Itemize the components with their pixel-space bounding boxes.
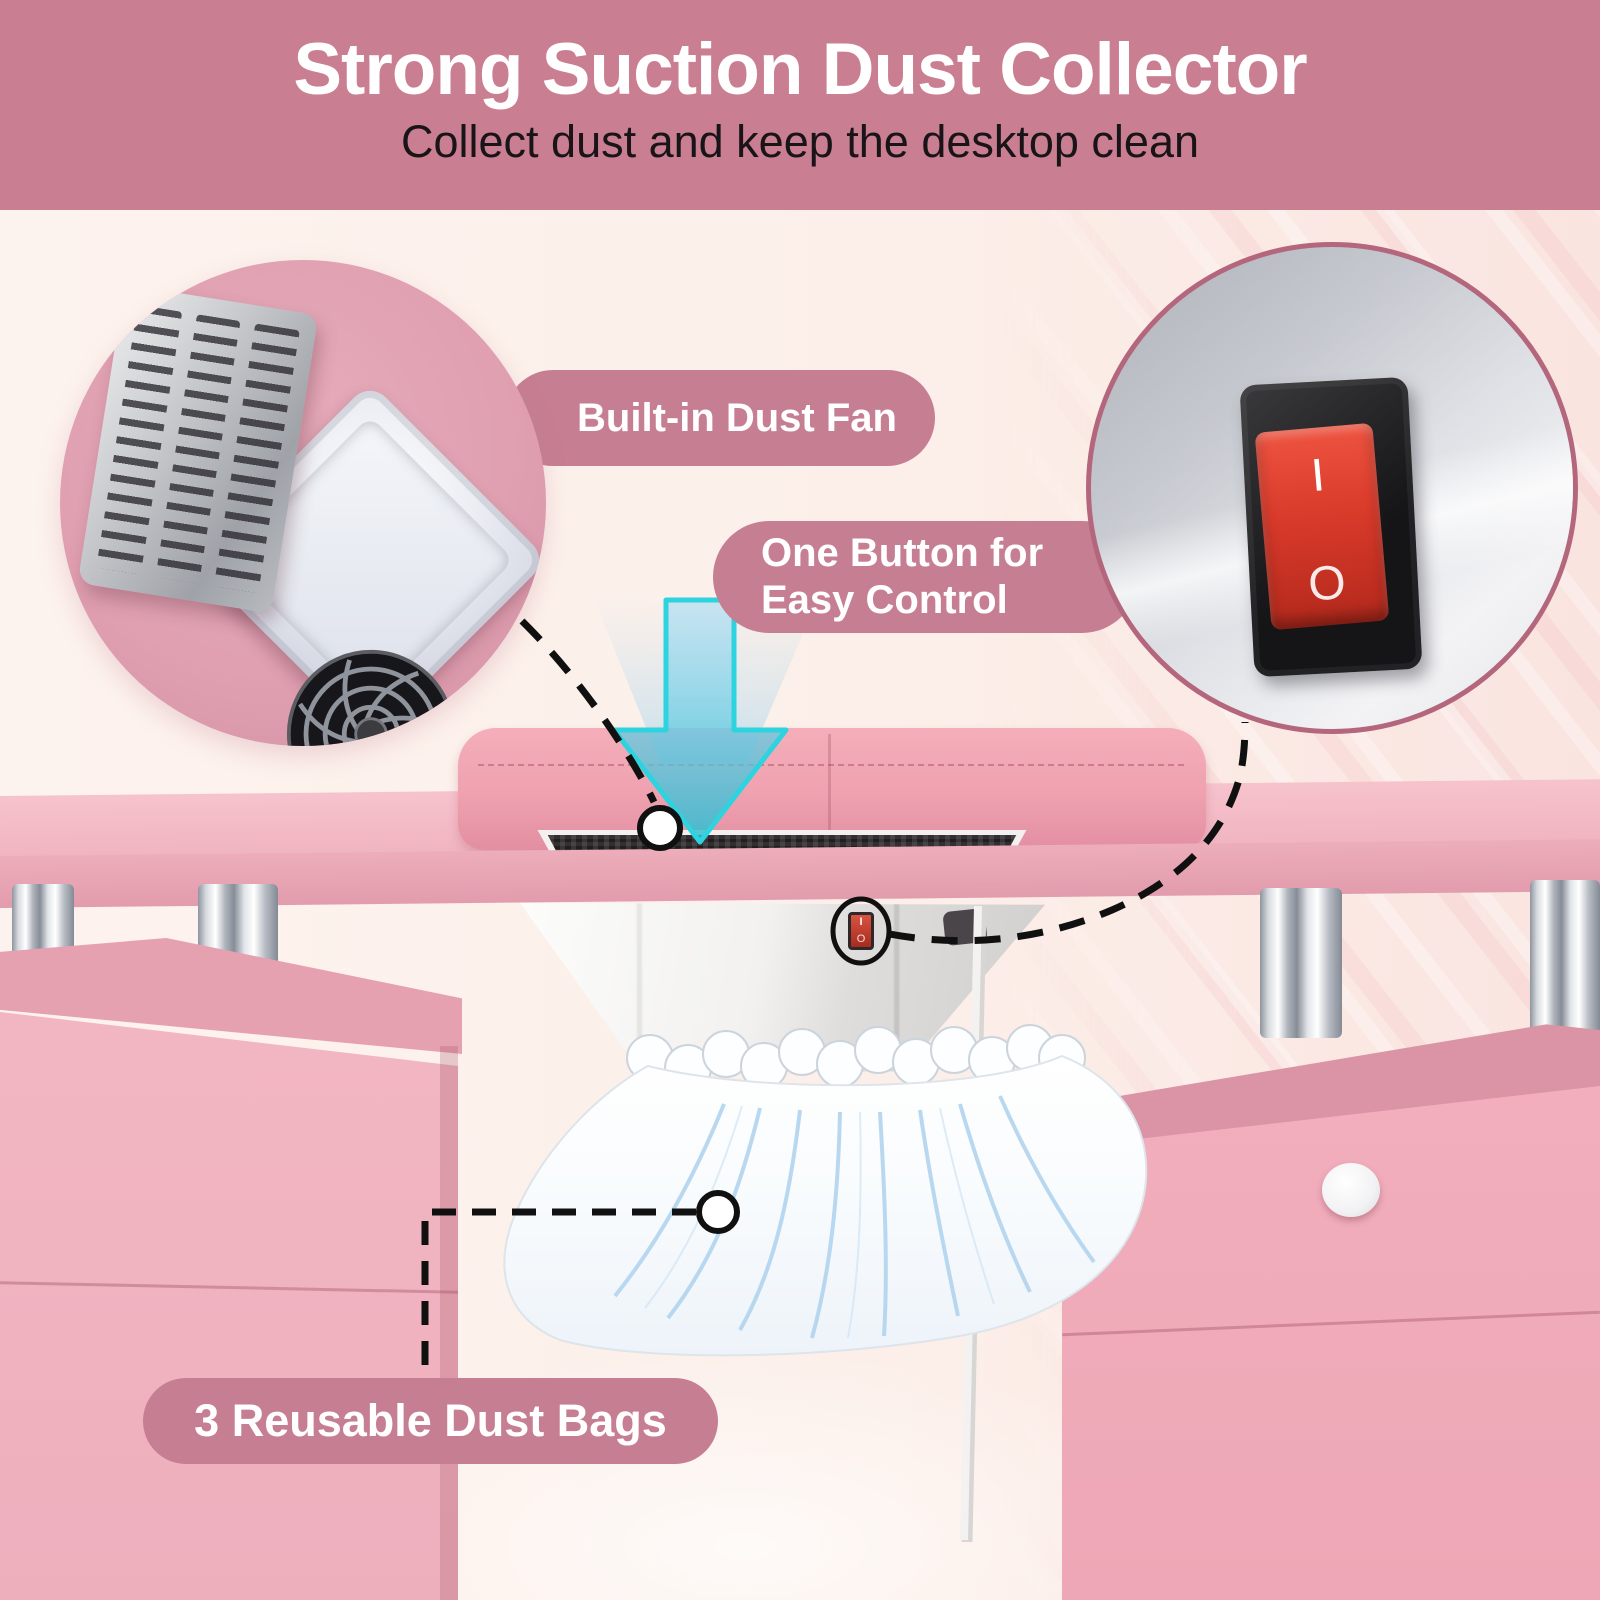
callout-dust-fan: Built-in Dust Fan [505, 370, 935, 466]
fan-grill-icon [249, 612, 492, 746]
mini-switch-off-label: O [856, 933, 866, 945]
callout-one-button-line2: Easy Control [761, 578, 1008, 622]
cushion-stitch-line [478, 764, 1184, 766]
power-switch-inset-circle: I O [1086, 242, 1578, 734]
callout-dust-bags: 3 Reusable Dust Bags [143, 1378, 718, 1464]
header-band: Strong Suction Dust Collector Collect du… [0, 0, 1600, 210]
chrome-leg [1260, 888, 1342, 1038]
callout-one-button-line1: One Button for [761, 531, 1044, 575]
chrome-leg [1530, 880, 1600, 1042]
drawer-knob [1322, 1163, 1380, 1217]
leader-line-one-button [888, 721, 1249, 945]
left-cabinet-front [0, 1012, 458, 1600]
mini-power-switch: I O [848, 912, 874, 950]
cushion-seam [828, 734, 831, 844]
annotation-dot-bag [696, 1190, 740, 1234]
leader-line-dust-bags [421, 1208, 696, 1376]
mini-switch-on-label: I [859, 916, 863, 928]
callout-one-button-label: One Button for Easy Control [761, 530, 1043, 624]
leader-line-dust-fan [519, 618, 658, 804]
callout-one-button: One Button for Easy Control [713, 521, 1138, 633]
armrest-cushion [458, 728, 1206, 850]
annotation-dot-vent [637, 805, 683, 851]
suction-arrow-icon [611, 597, 789, 845]
page-subtitle: Collect dust and keep the desktop clean [400, 116, 1200, 167]
switch-highlight-ring [830, 896, 892, 966]
callout-dust-fan-label: Built-in Dust Fan [577, 395, 897, 440]
dust-fan-inset-circle [60, 260, 546, 746]
page-title: Strong Suction Dust Collector [293, 29, 1307, 110]
callout-dust-bags-label: 3 Reusable Dust Bags [194, 1395, 667, 1446]
